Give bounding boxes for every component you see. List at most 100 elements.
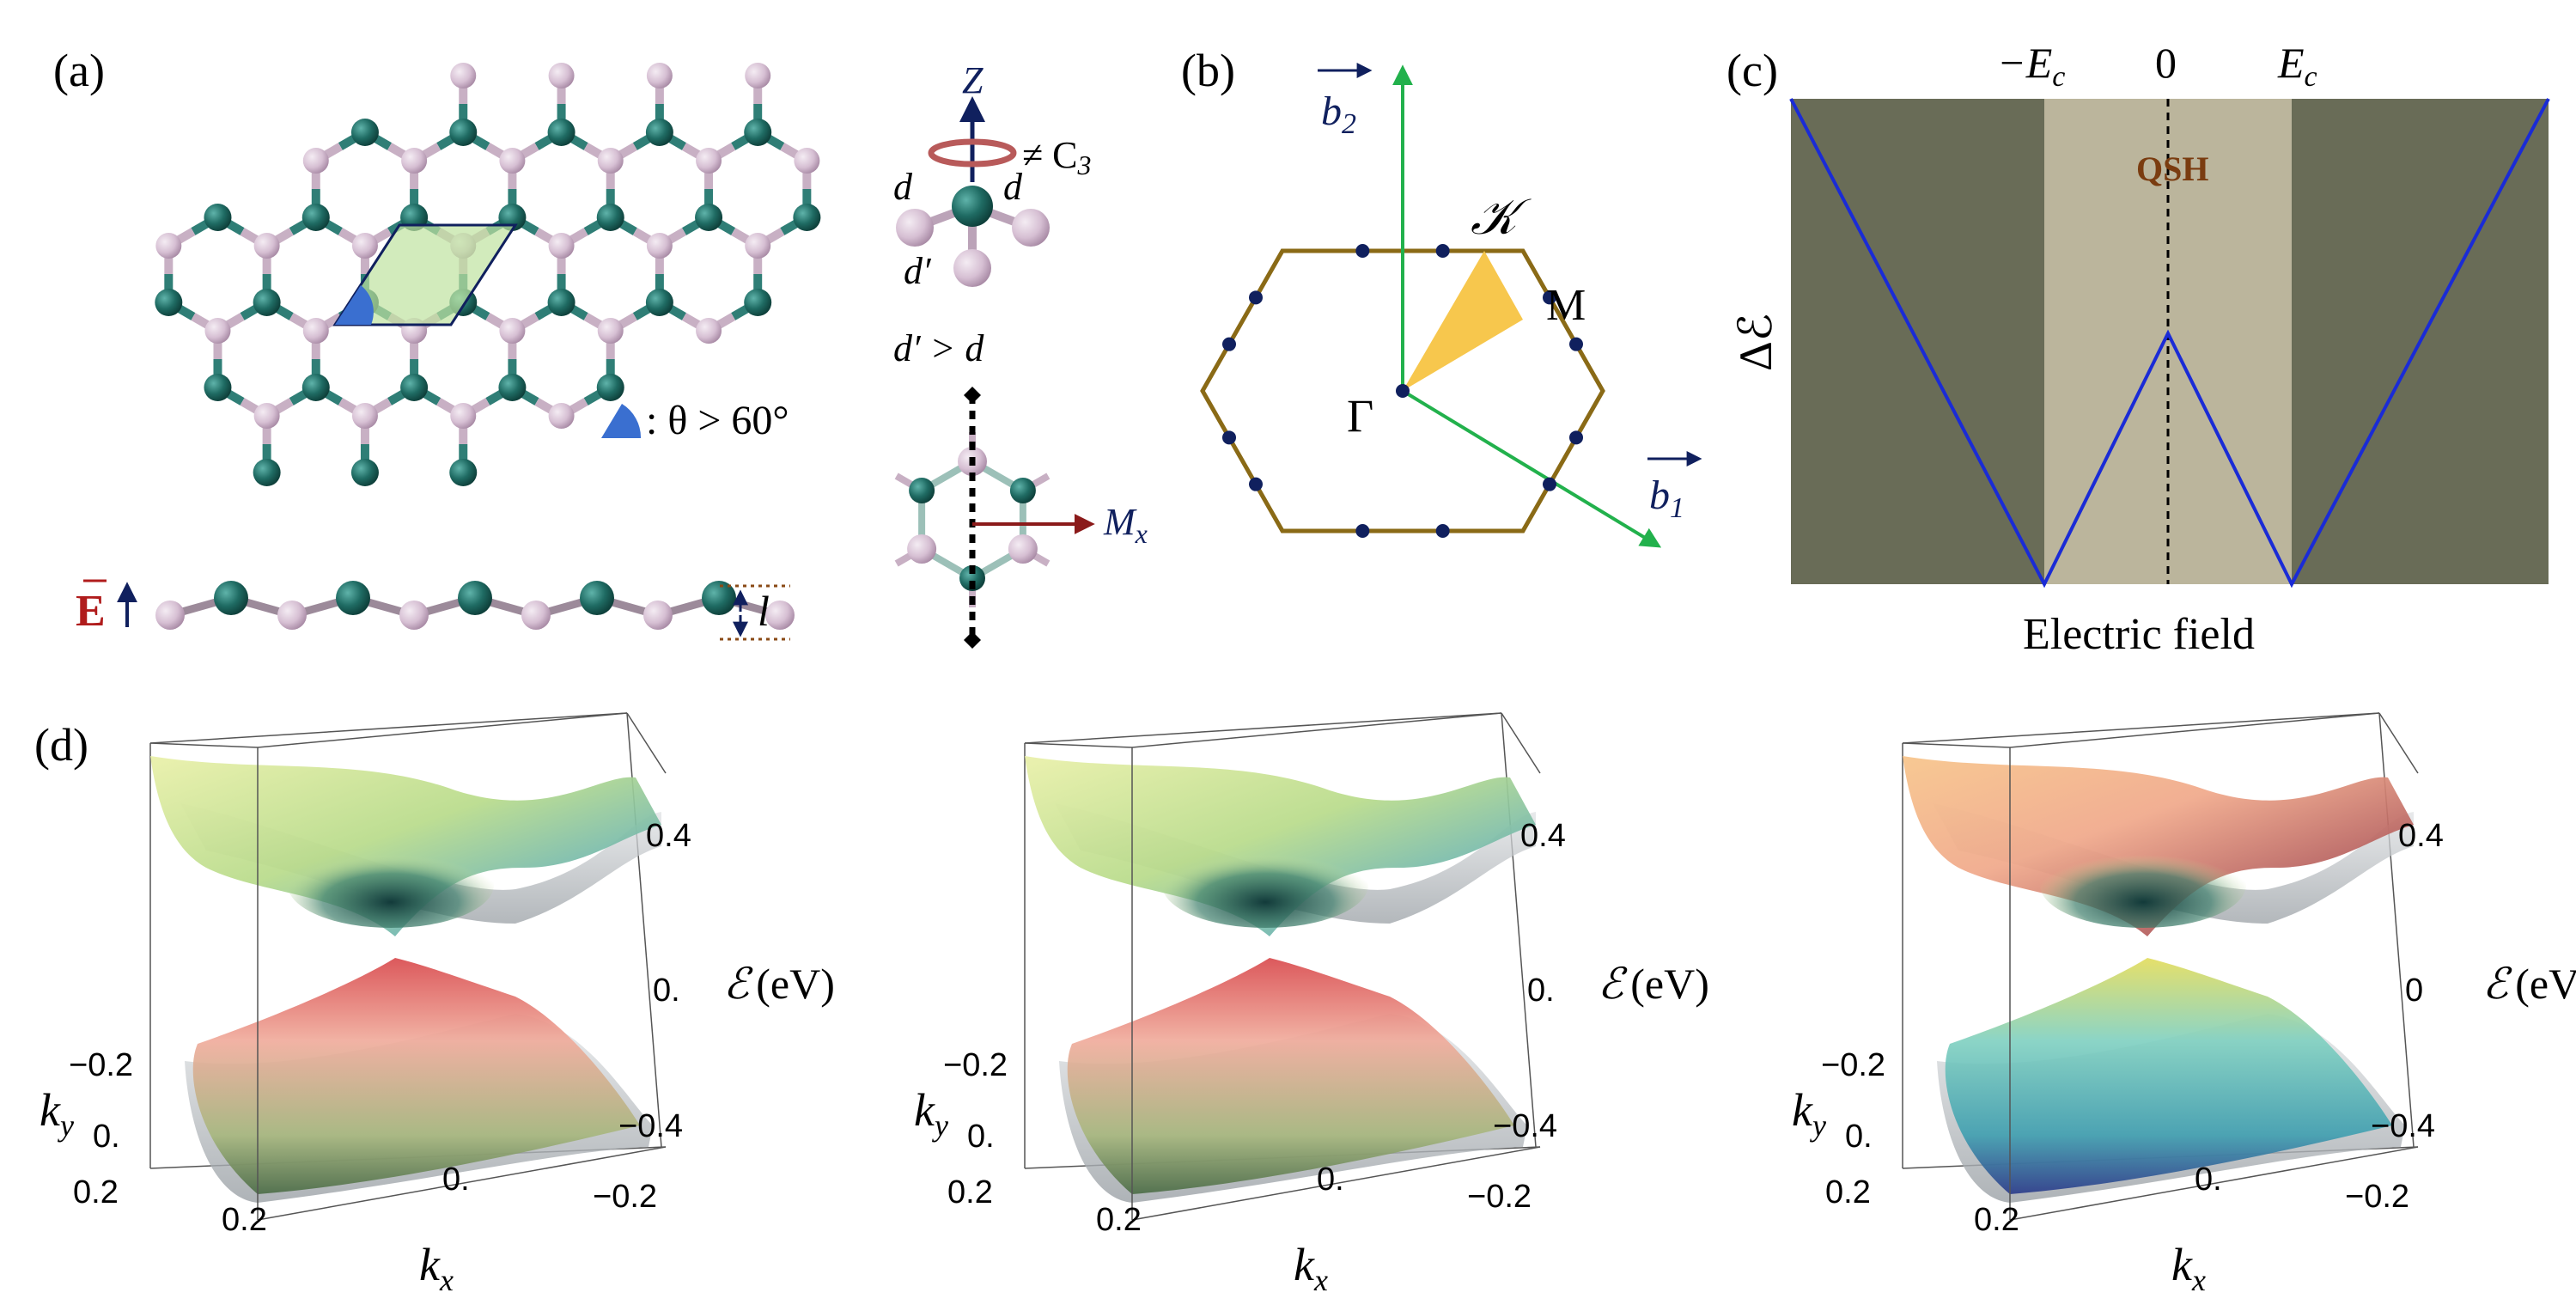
upper-band-core — [288, 842, 494, 928]
atom-light — [696, 318, 722, 344]
box-edge — [2009, 712, 2380, 748]
K-label: 𝒦 — [1471, 189, 1532, 245]
angle-wedge-icon — [335, 285, 374, 325]
z-axis-label: ℰ(eV) — [723, 960, 835, 1008]
z-tick-label: 0.4 — [646, 818, 691, 854]
box-edge — [1131, 712, 1502, 748]
atom-dark — [596, 204, 624, 231]
atom-dark — [744, 119, 772, 146]
ky-tick-label: 0. — [93, 1119, 120, 1155]
z-axis-label: ℰ(eV) — [1598, 960, 1709, 1008]
atom-light — [351, 233, 378, 259]
atom-light — [253, 233, 280, 259]
gamma-point — [1396, 384, 1410, 398]
atom-dark — [645, 119, 673, 146]
box-edge — [1902, 742, 2011, 748]
bz-point — [1249, 477, 1263, 491]
atom-light — [155, 601, 185, 630]
atom-light — [521, 601, 551, 630]
kx-axis-label: kx — [1294, 1239, 1328, 1297]
atom-dark — [301, 374, 330, 401]
box-edge — [2378, 712, 2419, 774]
mirror-hexagon — [894, 432, 1050, 607]
z-axis-label: ℰ(eV) — [2482, 960, 2576, 1008]
box-edge — [257, 712, 628, 748]
tick-ec: Ec — [2277, 39, 2317, 93]
upper-band-back — [1933, 803, 2414, 924]
atom-light — [302, 148, 329, 174]
atom-dark — [959, 565, 985, 591]
bz-point — [1543, 477, 1556, 491]
atom-light — [794, 148, 820, 174]
ky-tick-label: 0.2 — [73, 1174, 119, 1210]
lower-band-surface — [1067, 958, 1514, 1194]
lower-band-surface — [1945, 958, 2392, 1194]
side-view-chain — [155, 581, 795, 630]
z-tick-label: 0. — [653, 973, 680, 1009]
atom-dark — [204, 204, 232, 231]
box-edge — [257, 1146, 667, 1221]
kx-tick-label: −0.2 — [1467, 1179, 1532, 1215]
atom-light — [204, 318, 231, 344]
panel-c: (c) QSH −Ec 0 Ec Δℰ Electric field — [1726, 39, 2550, 659]
bz-point — [1355, 524, 1370, 538]
atom-dark — [1009, 478, 1036, 503]
z-axis-label: Z — [962, 59, 984, 101]
atom-dark — [301, 204, 330, 231]
atom-dark — [547, 119, 575, 146]
atom-light — [1012, 209, 1050, 247]
panel-label-c: (c) — [1726, 45, 1778, 96]
atom-dark — [449, 459, 478, 486]
kx-tick-label: 0.2 — [1974, 1202, 2019, 1238]
atom-light — [351, 403, 378, 429]
atom-light — [450, 403, 477, 429]
atom-light — [643, 601, 673, 630]
ky-axis-label: ky — [914, 1084, 948, 1143]
mirror-top-diamond — [964, 387, 981, 404]
atom-light — [953, 249, 991, 287]
z-tick-label: −0.4 — [2371, 1108, 2435, 1144]
lower-band-surface — [192, 958, 641, 1194]
ky-tick-label: 0. — [967, 1119, 995, 1155]
irreducible-wedge — [1403, 251, 1523, 391]
upper-band-back — [1055, 803, 1536, 924]
unit-cell — [332, 223, 518, 326]
atom-light — [896, 209, 934, 247]
bz-point — [1222, 430, 1236, 445]
bz-point — [1435, 524, 1450, 538]
inequality-label: d′ > d — [893, 327, 984, 369]
box-edge — [2009, 1146, 2419, 1221]
b1-vector — [1401, 389, 1662, 548]
bz-point — [1222, 337, 1236, 351]
atom-light — [548, 233, 575, 259]
bz-dots — [1222, 244, 1583, 538]
atom-dark — [952, 186, 993, 227]
tick-neg-ec: −Ec — [1997, 39, 2065, 93]
c3-label: ≠ C3 — [1022, 134, 1092, 180]
panel-a: (a) : θ > 60° E l Z ≠ C3 d d d′ d′ > d — [53, 45, 1148, 649]
kx-tick-label: 0.2 — [222, 1202, 267, 1238]
atom-light — [399, 601, 429, 630]
kx-tick-label: −0.2 — [2345, 1179, 2409, 1215]
atom-light — [499, 318, 526, 344]
ky-tick-label: −0.2 — [943, 1047, 1008, 1083]
atom-light — [548, 63, 575, 88]
mirror-bottom-diamond — [964, 631, 981, 649]
box-edge — [1131, 1146, 1541, 1221]
panel-label-a: (a) — [53, 45, 105, 96]
bz-point — [1249, 290, 1263, 305]
x-axis-label: Electric field — [2023, 610, 2255, 659]
kx-tick-label: 0. — [442, 1162, 470, 1198]
panel-label-b: (b) — [1181, 45, 1235, 96]
atom-dark — [400, 374, 429, 401]
kx-tick-label: 0. — [2195, 1162, 2222, 1198]
box-edge — [149, 742, 259, 748]
thickness-label: l — [758, 587, 770, 635]
bz-point — [1543, 290, 1556, 305]
kx-tick-label: −0.2 — [593, 1179, 657, 1215]
atom-dark — [645, 289, 673, 316]
upper-band-back — [180, 803, 661, 924]
z-tick-label: −0.4 — [1493, 1108, 1557, 1144]
